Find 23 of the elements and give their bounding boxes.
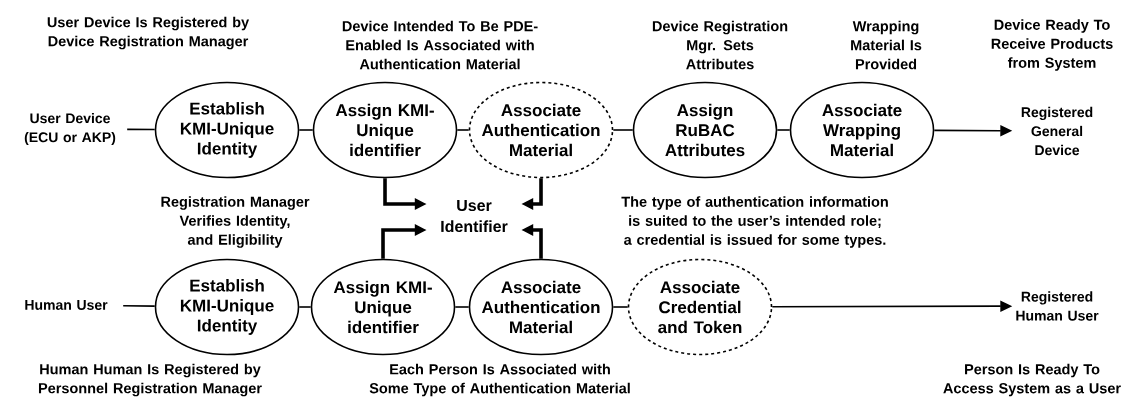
result-label: Registered Human User: [1016, 291, 1099, 321]
identifier-label: User Identifier: [441, 199, 508, 233]
connector-line: [612, 129, 634, 131]
step-description: The type of authentication information is suited to the user’s intended role; a credential is issued for some types.: [621, 196, 888, 248]
step-description: Device Ready To Receive Products from System: [991, 19, 1113, 71]
result-label: Registered General Device: [1021, 106, 1093, 156]
connector-line: [456, 129, 470, 131]
step-description: Each Person Is Associated with Some Type of Authentication Material: [369, 363, 630, 397]
connector-line: [612, 306, 629, 308]
step-description: Registration Manager Verifies Identity, and Eligibility: [161, 196, 310, 248]
entity-label: User Device (ECU or AKP): [24, 112, 116, 145]
connector-line: [122, 304, 156, 307]
entity-label: Human User: [25, 300, 108, 310]
connector-line: [126, 128, 156, 131]
step-description: Human Human Is Registered by Personnel Registration Manager: [39, 363, 262, 397]
step-description: User Device Is Registered by Device Registration Manager: [47, 16, 250, 50]
step-description: Person Is Ready To Access System as a User: [943, 363, 1121, 397]
connector-line: [776, 129, 791, 131]
step-description: Device Intended To Be PDE-Enabled Is Associated with Authentication Material: [342, 20, 538, 70]
connector-line: [298, 306, 312, 308]
connector-line: [298, 129, 314, 131]
connector-line: [454, 306, 470, 308]
step-description: Device Registration Mgr. Sets Attributes: [652, 20, 788, 70]
